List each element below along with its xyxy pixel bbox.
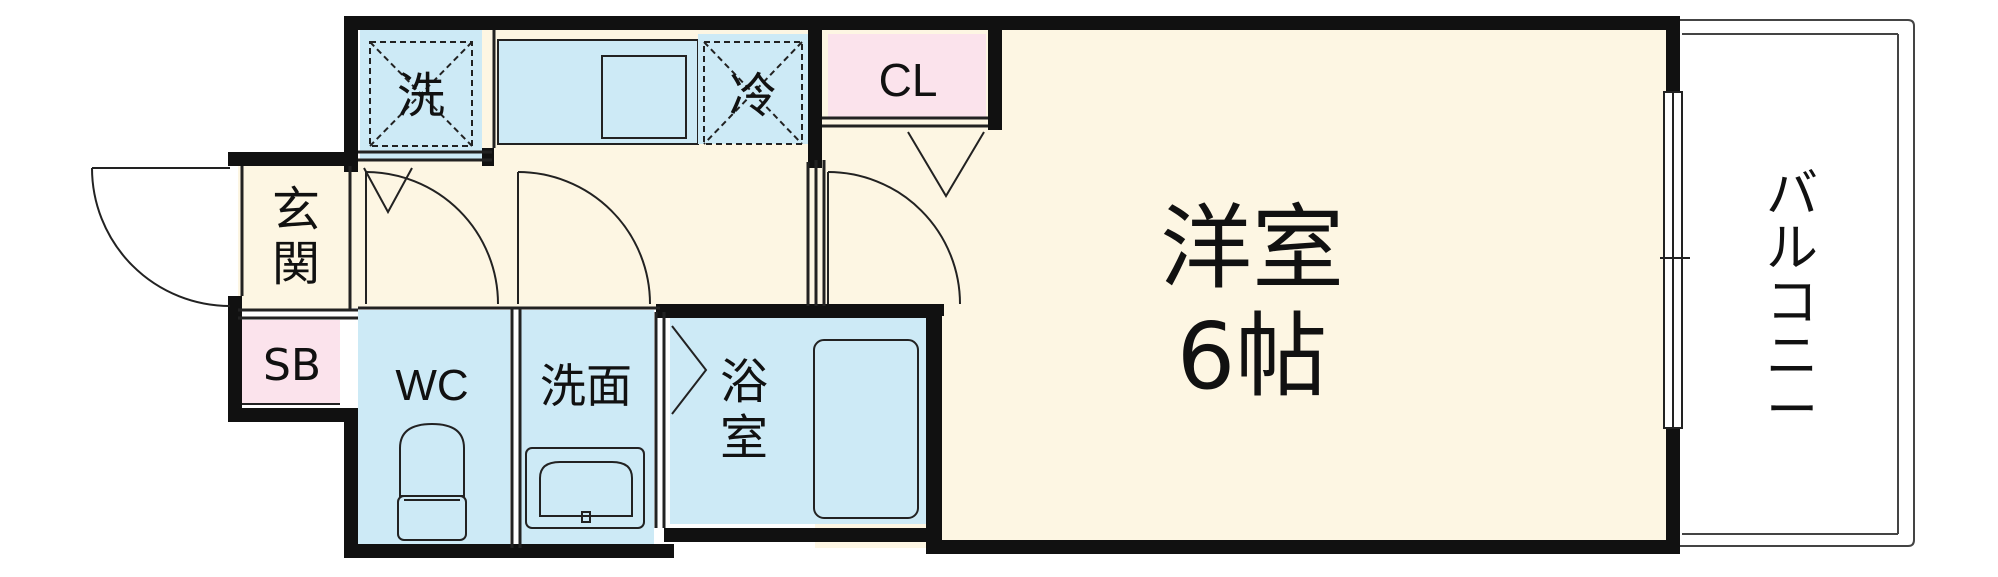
shoebox-label: SB	[263, 340, 321, 391]
closet-label: CL	[879, 54, 938, 106]
entrance-label: 玄関	[272, 182, 320, 292]
room-labels: 洗 冷 CL SB WC 洗面 洋室 6帖	[263, 54, 1344, 413]
toilet-floor	[358, 310, 510, 548]
front-door[interactable]	[91, 167, 231, 307]
balcony-area	[1660, 19, 1915, 547]
shoebox-floor	[242, 320, 340, 404]
wash-basin	[525, 447, 645, 529]
western-room-label: 洋室	[1160, 195, 1344, 302]
toilet-bowl	[397, 422, 467, 541]
washer-label: 洗	[397, 68, 445, 124]
kitchen-counter	[497, 39, 699, 145]
doors	[91, 167, 961, 307]
closet-floor	[828, 34, 986, 118]
floor-fills	[238, 26, 1671, 548]
entrance-floor	[238, 160, 350, 310]
kitchen-sink	[601, 55, 687, 139]
bath-floor	[670, 318, 928, 524]
washroom-door[interactable]	[517, 171, 651, 305]
fridge-space-floor	[698, 34, 808, 144]
balcony-label: バルコニー	[1766, 165, 1818, 441]
fixtures	[242, 41, 919, 541]
room-door[interactable]	[827, 171, 961, 305]
toilet-label: WC	[395, 361, 468, 410]
hall-door[interactable]	[365, 171, 499, 305]
western-room-size: 6帖	[1177, 303, 1328, 410]
fridge-label: 冷	[729, 68, 777, 124]
folding-doors	[363, 131, 985, 415]
hallway-floor	[350, 158, 820, 308]
balcony-floor	[1680, 20, 1912, 546]
partitions	[238, 30, 988, 548]
washer-space	[369, 41, 473, 147]
bath-label: 浴室	[720, 354, 768, 466]
bathtub	[813, 339, 919, 519]
washroom-label: 洗面	[540, 359, 632, 413]
